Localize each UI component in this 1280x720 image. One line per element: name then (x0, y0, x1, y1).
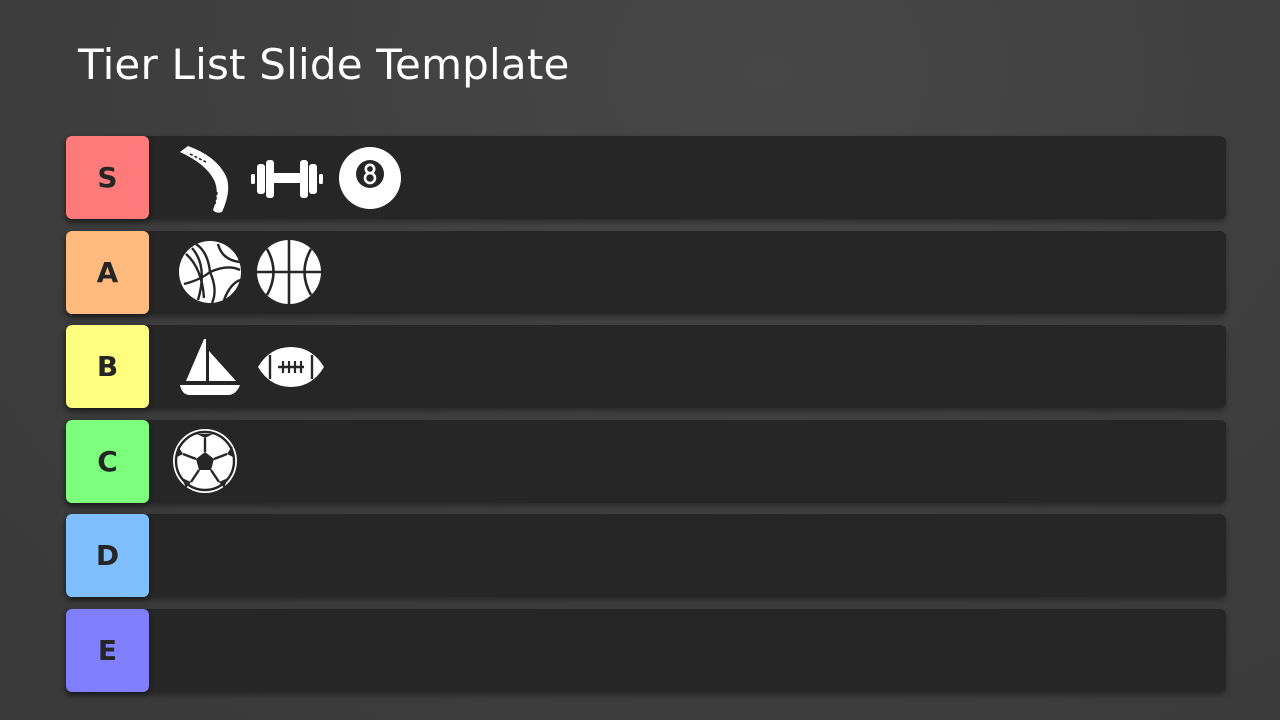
tier-label-c: C (66, 419, 149, 503)
tier-items-c (172, 420, 238, 503)
tier-label-a: A (66, 230, 149, 314)
boomerang-icon[interactable] (176, 142, 236, 214)
tier-row-e: E (66, 608, 1226, 692)
tier-list: S (66, 136, 1226, 704)
tier-label-b: B (66, 325, 149, 409)
american-football-icon[interactable] (256, 345, 326, 389)
tier-items-b (172, 325, 326, 408)
tier-label-e: E (66, 608, 149, 692)
sailboat-icon[interactable] (178, 337, 242, 397)
tier-label-d: D (66, 514, 149, 598)
tier-row-s: S (66, 136, 1226, 219)
basketball-icon[interactable] (256, 239, 322, 305)
tier-row-b: B (66, 325, 1226, 409)
volleyball-icon[interactable] (178, 240, 242, 304)
page-title: Tier List Slide Template (78, 40, 570, 89)
dumbbell-icon[interactable] (250, 156, 324, 200)
tier-items-s (172, 136, 402, 219)
tier-items-a (172, 231, 322, 314)
tier-label-s: S (66, 136, 149, 219)
tier-row-d: D (66, 514, 1226, 598)
tier-row-a: A (66, 230, 1226, 314)
tier-row-c: C (66, 419, 1226, 503)
eight-ball-icon[interactable] (338, 146, 402, 210)
soccer-ball-icon[interactable] (172, 428, 238, 494)
